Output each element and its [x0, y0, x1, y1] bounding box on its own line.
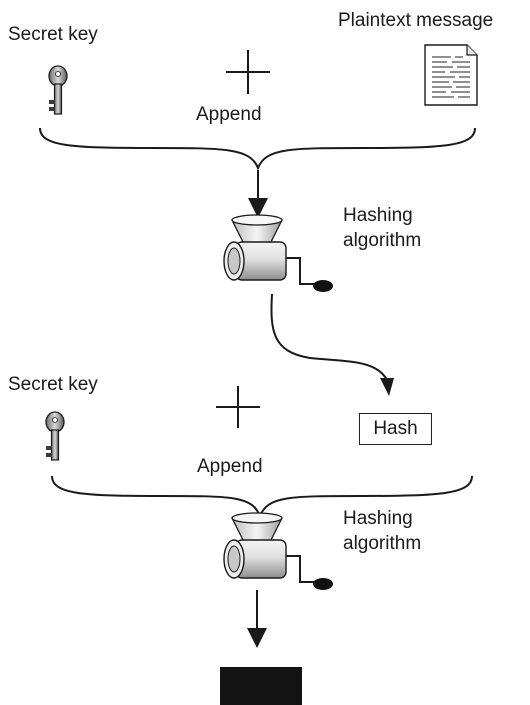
- append-label: Append: [196, 104, 262, 125]
- hash-box: Hash: [359, 413, 432, 445]
- hashing-label-line2: algorithm: [343, 230, 422, 251]
- arrow-head: [380, 378, 394, 396]
- append-label: Append: [197, 456, 263, 477]
- plus-icon: [226, 50, 270, 94]
- secret-key-label: Secret key: [8, 24, 98, 45]
- key-icon: [45, 411, 65, 461]
- key-icon: [48, 65, 68, 115]
- brace-icon: [39, 127, 476, 171]
- hashing-label-line2: algorithm: [343, 533, 422, 554]
- arrow-icon: [270, 293, 389, 383]
- hashing-label-line1: Hashing: [343, 508, 413, 529]
- secret-key-label: Secret key: [8, 374, 98, 395]
- hmac-result-block: [220, 667, 302, 705]
- hashing-label-line1: Hashing: [343, 205, 413, 226]
- hashing-machine-icon: [223, 512, 333, 590]
- document-icon: [424, 44, 478, 106]
- plaintext-message-label: Plaintext message: [338, 10, 494, 31]
- hashing-machine-icon: [223, 214, 333, 292]
- plus-icon: [216, 386, 260, 428]
